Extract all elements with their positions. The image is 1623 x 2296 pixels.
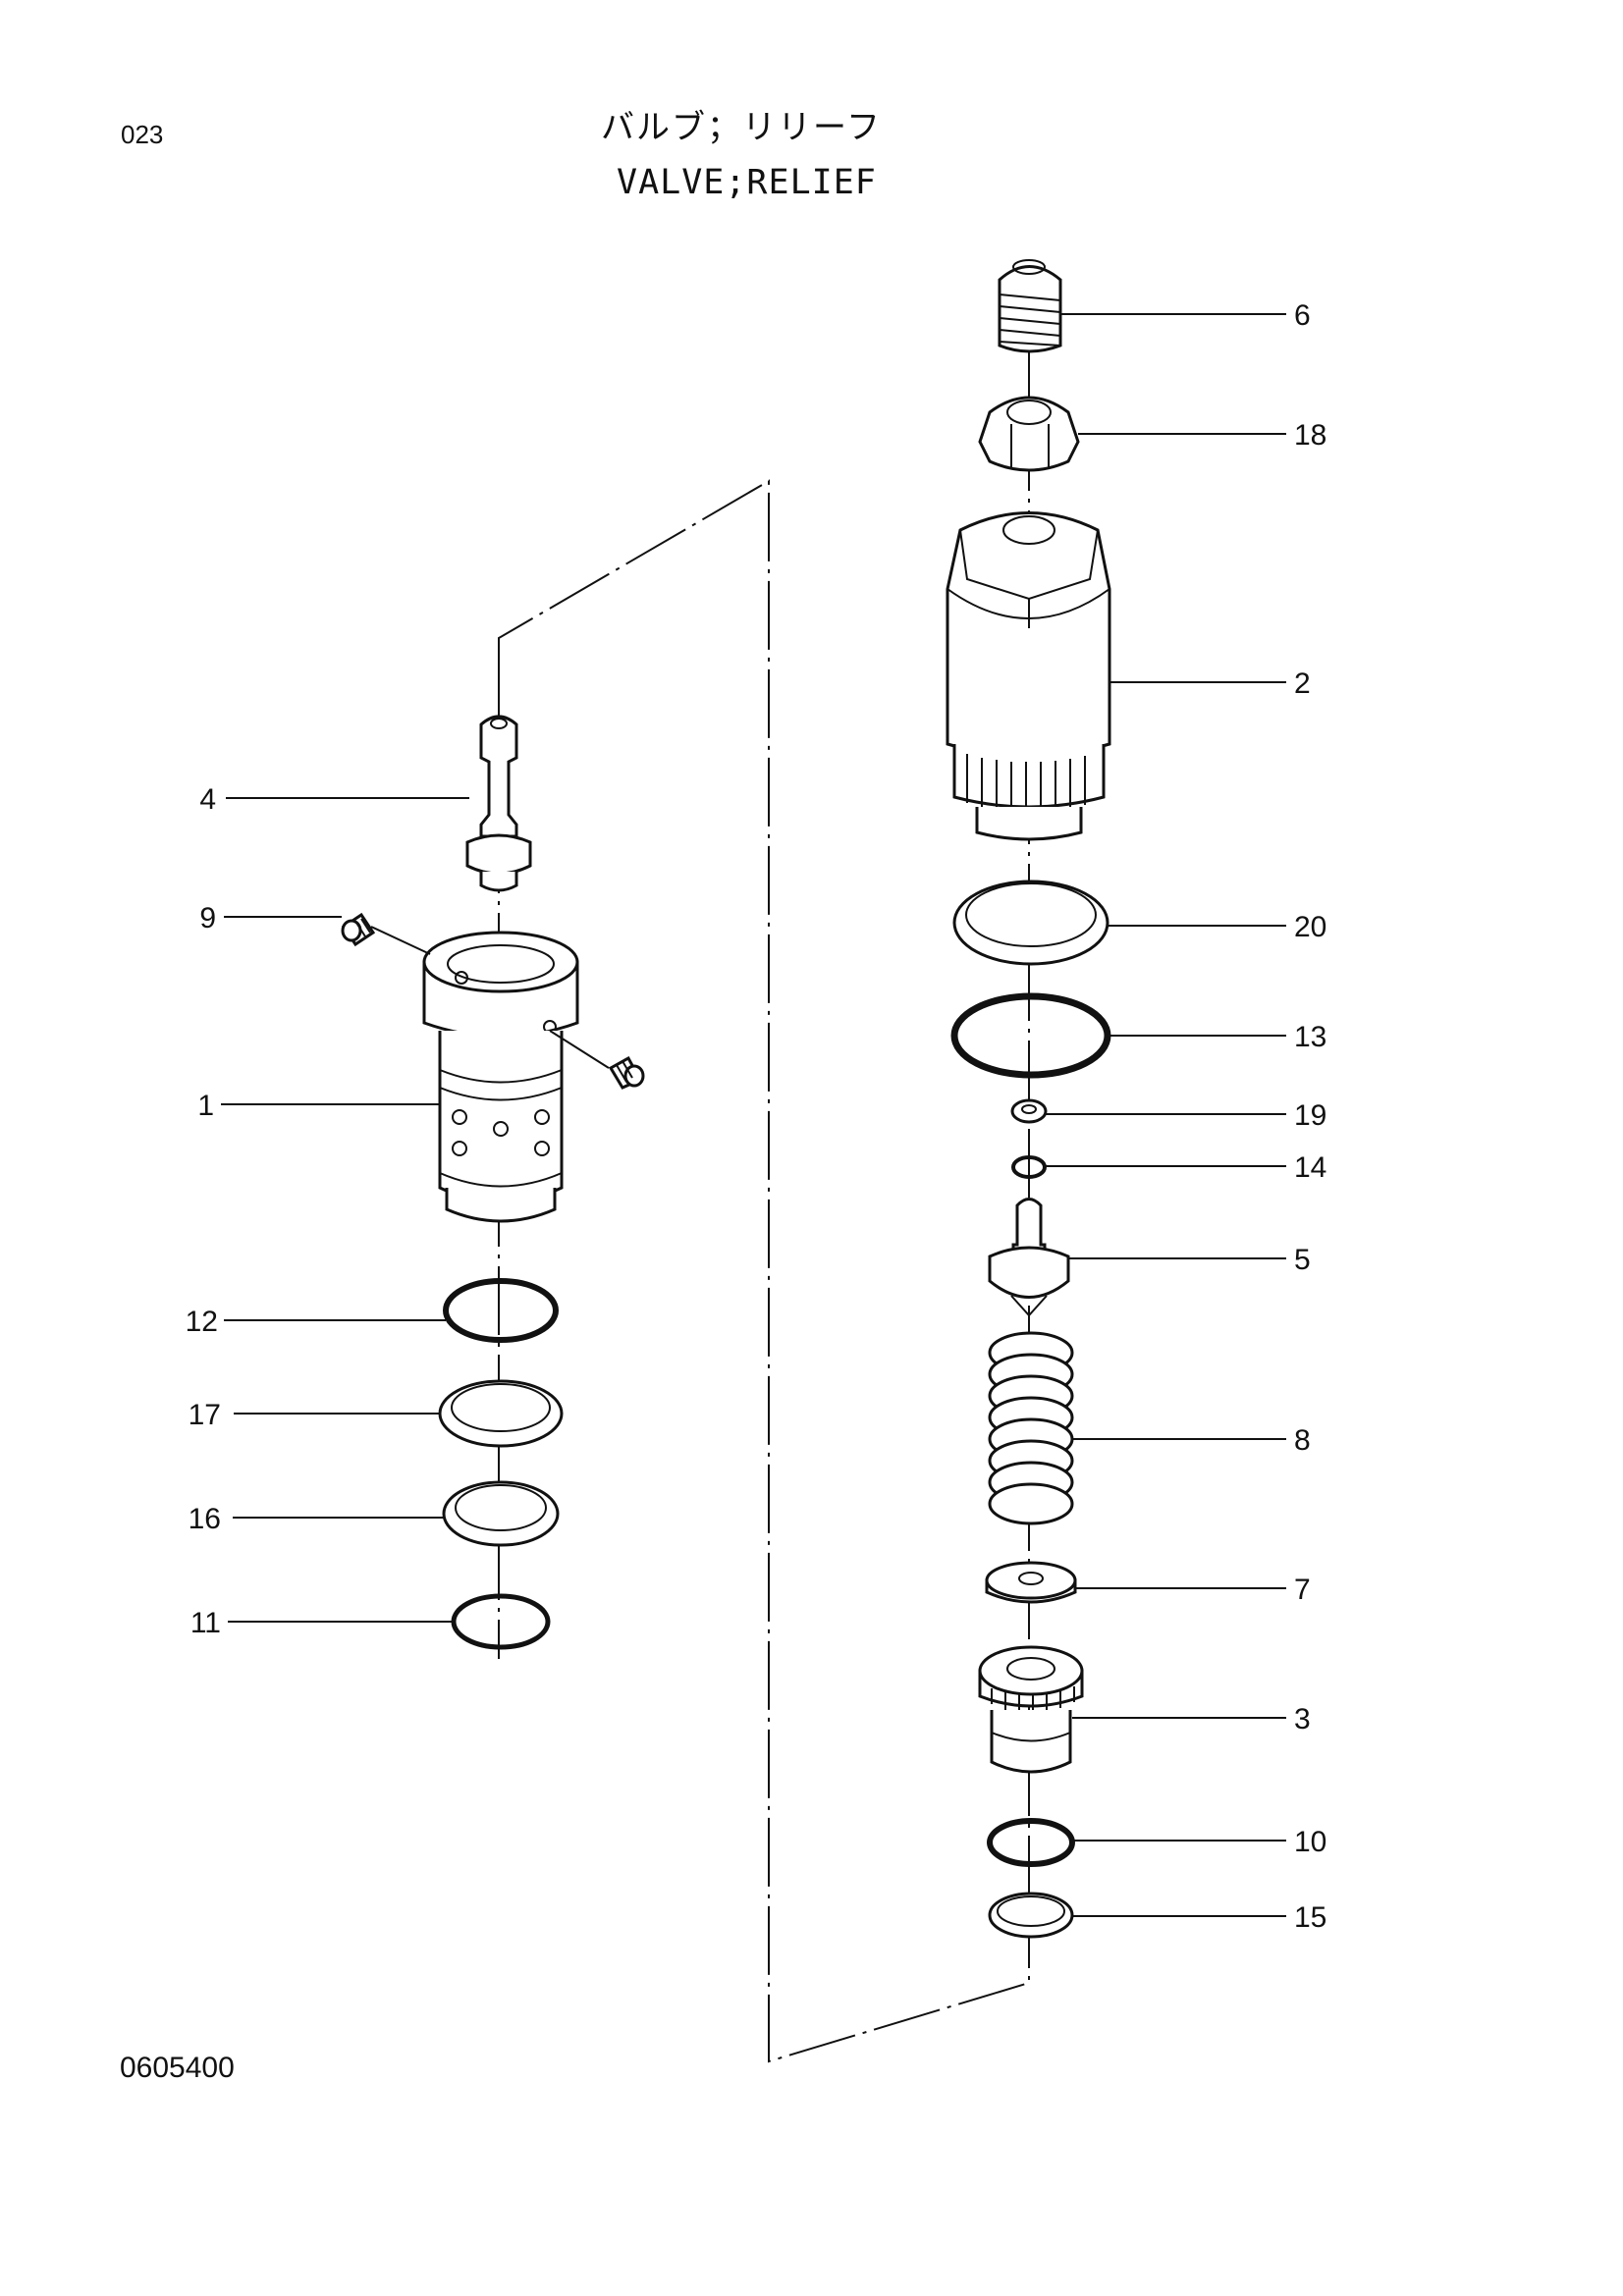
part-17-backup-ring (438, 1379, 564, 1448)
part-3-adjuster (978, 1645, 1084, 1774)
callout-3: 3 (1294, 1703, 1311, 1735)
callout-8: 8 (1294, 1424, 1311, 1457)
drawing-code: 0605400 (120, 2052, 235, 2084)
callouts-right: 6 18 2 20 13 19 14 5 8 7 3 10 15 (1294, 299, 1326, 1934)
callouts-left: 4 9 1 12 17 16 11 (186, 783, 221, 1639)
callout-16: 16 (189, 1503, 221, 1535)
part-6-adjusting-screw (998, 259, 1062, 353)
part-2-plug-body (946, 511, 1111, 841)
part-13-o-ring (950, 992, 1111, 1079)
callout-10: 10 (1294, 1826, 1326, 1858)
callout-18: 18 (1294, 419, 1326, 452)
part-1-sleeve (422, 931, 579, 1223)
part-16-backup-ring (442, 1480, 560, 1547)
callout-17: 17 (189, 1399, 221, 1431)
part-18-lock-nut (978, 396, 1080, 472)
part-9-set-screw (341, 912, 376, 947)
callout-6: 6 (1294, 299, 1311, 332)
callout-12: 12 (186, 1306, 218, 1338)
part-8-spring (988, 1331, 1074, 1525)
part-7-spring-seat (985, 1561, 1077, 1604)
part-4-piston (465, 715, 532, 892)
callout-5: 5 (1294, 1244, 1311, 1276)
callout-19: 19 (1294, 1099, 1326, 1132)
title-japanese: バルブ；リリーフ (601, 108, 882, 147)
page-number: 023 (121, 120, 164, 149)
callout-4: 4 (199, 783, 216, 816)
part-12-o-ring (443, 1278, 559, 1343)
title-english: VALVE;RELIEF (617, 163, 877, 202)
part-10-o-ring (987, 1818, 1075, 1867)
callout-20: 20 (1294, 911, 1326, 943)
callout-15: 15 (1294, 1901, 1326, 1934)
leader-lines (221, 313, 1286, 1917)
callout-9: 9 (199, 902, 216, 934)
callout-1: 1 (197, 1090, 214, 1122)
part-15-backup-ring (988, 1892, 1074, 1939)
part-11-o-ring (451, 1593, 551, 1650)
callout-13: 13 (1294, 1021, 1326, 1053)
part-20-backup-ring (952, 880, 1109, 966)
callout-11: 11 (190, 1607, 221, 1639)
callout-14: 14 (1294, 1151, 1326, 1184)
callout-7: 7 (1294, 1574, 1311, 1606)
part-5-poppet (988, 1198, 1070, 1317)
part-9-set-screw-2 (608, 1055, 645, 1090)
part-19-seat (1010, 1098, 1048, 1124)
callout-2: 2 (1294, 667, 1311, 700)
